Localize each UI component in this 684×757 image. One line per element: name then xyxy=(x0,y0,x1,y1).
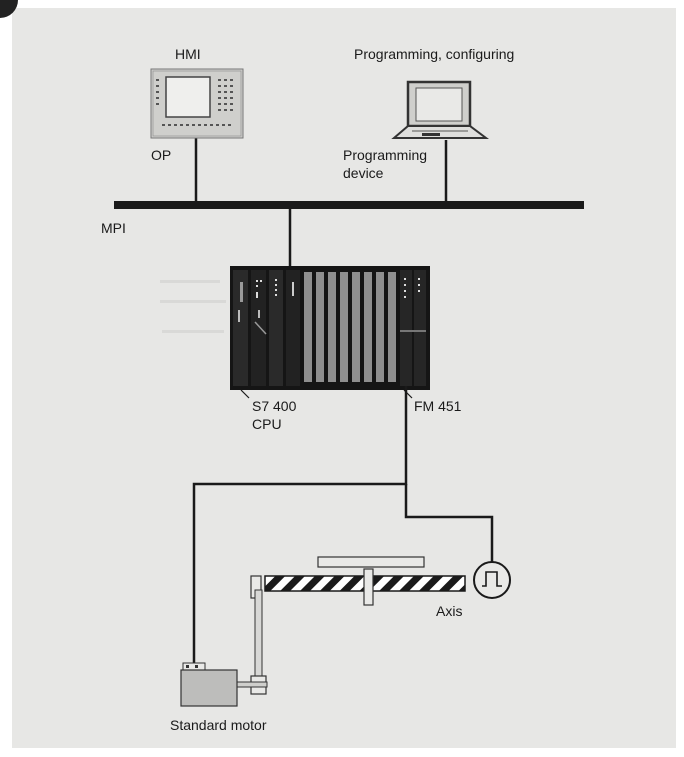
op-label: OP xyxy=(151,147,172,163)
fm-label: FM 451 xyxy=(414,398,462,414)
mpi-bus-line xyxy=(114,201,584,209)
motor-label: Standard motor xyxy=(170,717,267,733)
encoder-icon xyxy=(473,561,511,599)
mpi-label: MPI xyxy=(101,220,126,236)
motor-cable xyxy=(192,386,408,664)
operator-panel-icon xyxy=(150,68,244,139)
axis-slide-icon xyxy=(236,556,466,695)
cpu-label-line1: S7 400 xyxy=(252,398,297,414)
corner-mark xyxy=(0,0,18,18)
encoder-cable xyxy=(404,484,494,562)
hmi-label: HMI xyxy=(175,46,201,62)
axis-label: Axis xyxy=(436,603,463,619)
plc-rack-icon xyxy=(230,266,430,390)
motor-icon xyxy=(180,662,238,707)
programming-device-label-line1: Programming xyxy=(343,147,428,163)
background-smudge xyxy=(160,280,226,333)
cpu-label-line2: CPU xyxy=(252,416,282,432)
cpu-leader-line xyxy=(240,389,250,399)
programming-device-label-line2: device xyxy=(343,165,384,181)
programming-configuring-label: Programming, configuring xyxy=(354,46,515,62)
laptop-icon xyxy=(391,80,489,139)
